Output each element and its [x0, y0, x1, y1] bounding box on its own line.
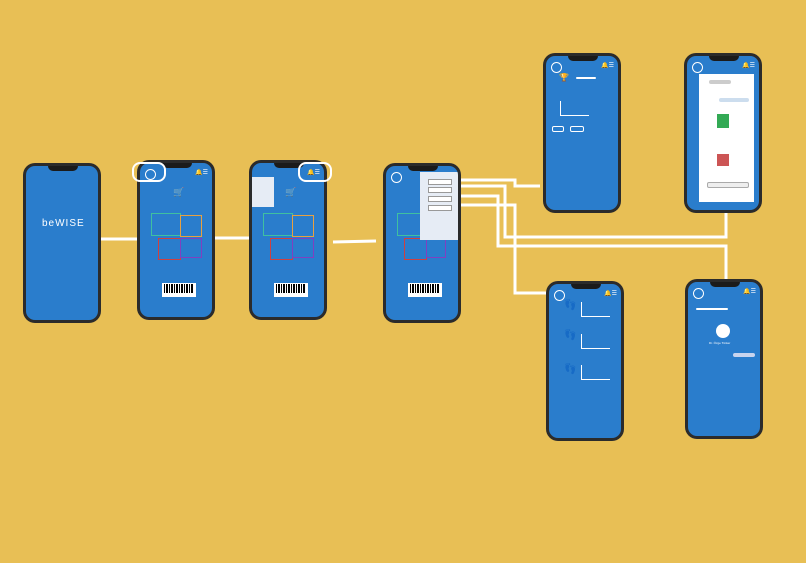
bell-menu-icons[interactable]: 🔔☰ — [601, 63, 614, 69]
connector-menu-services — [332, 239, 377, 244]
barcode[interactable] — [162, 283, 196, 297]
progress-chart — [560, 101, 589, 116]
tile-purple[interactable] — [180, 238, 202, 258]
title-text — [576, 77, 596, 79]
menu-item-1[interactable] — [428, 179, 452, 185]
connector-to-footprints — [461, 203, 546, 295]
tile-red[interactable] — [404, 238, 427, 260]
barcode[interactable] — [408, 283, 442, 297]
doctor-name: Dr. Özge Türker — [709, 341, 731, 345]
menu-item-4[interactable] — [428, 205, 452, 211]
footprint-heatmap-icon: 👣 — [564, 330, 577, 341]
stat-box — [552, 126, 564, 132]
tile-red[interactable] — [270, 238, 293, 260]
tile-teal[interactable] — [151, 213, 181, 236]
profile-icon[interactable] — [391, 172, 402, 183]
bell-menu-icons[interactable]: 🔔☰ — [195, 170, 208, 176]
profile-icon[interactable] — [551, 62, 562, 73]
profile-icon[interactable] — [145, 169, 156, 180]
tile-purple[interactable] — [292, 238, 314, 258]
bell-menu-icons[interactable]: 🔔☰ — [743, 289, 756, 295]
phone-services-menu — [383, 163, 461, 323]
stat-box — [570, 126, 584, 132]
phone-doctor: 🔔☰ Dr. Özge Türker — [685, 279, 763, 439]
services-menu[interactable] — [420, 172, 458, 240]
menu-item-3[interactable] — [428, 196, 452, 202]
chat-message — [709, 80, 731, 84]
phone-splash: beWISE — [23, 163, 101, 323]
menu-highlight — [298, 162, 332, 182]
bell-menu-icons[interactable]: 🔔☰ — [604, 291, 617, 297]
chat-image — [717, 114, 729, 128]
tile-red[interactable] — [158, 238, 181, 260]
chat-panel — [699, 74, 754, 202]
cart-icon: 🛒 — [173, 187, 185, 197]
join-button[interactable] — [733, 353, 755, 357]
chat-input[interactable] — [707, 182, 749, 188]
tile-orange[interactable] — [292, 215, 314, 237]
phone-side-menu: 🔔☰ 🛒 — [249, 160, 327, 320]
cart-icon: 🛒 — [285, 187, 297, 197]
phone-home: 🔔☰ 🛒 — [137, 160, 215, 320]
doctor-avatar — [716, 324, 730, 338]
phone-chat: 🔔☰ — [684, 53, 762, 213]
chat-message — [719, 98, 749, 102]
connector-to-chat-2 — [461, 194, 537, 248]
phone-achievements: 🔔☰ 🏆 — [543, 53, 621, 213]
footprint-chart-1 — [581, 302, 610, 317]
trophy-icon: 🏆 — [559, 73, 569, 82]
tile-purple[interactable] — [426, 238, 446, 258]
footprint-chart-2 — [581, 334, 610, 349]
footprint-green-icon: 👣 — [564, 364, 577, 375]
barcode[interactable] — [274, 283, 308, 297]
menu-item-2[interactable] — [428, 187, 452, 193]
connector-to-doctor — [520, 244, 728, 279]
phone-footprints: 🔔☰ 👣 👣 👣 — [546, 281, 624, 441]
profile-highlight — [132, 162, 166, 182]
footprint-chart-3 — [581, 365, 610, 380]
tile-teal[interactable] — [263, 213, 293, 236]
profile-icon[interactable] — [692, 62, 703, 73]
app-logo: beWISE — [42, 218, 85, 229]
event-title — [696, 308, 728, 310]
connector-to-achievements — [461, 178, 540, 188]
bell-menu-icons[interactable]: 🔔☰ — [307, 170, 320, 176]
tile-orange[interactable] — [180, 215, 202, 237]
connector-to-chat — [461, 184, 728, 239]
bell-menu-icons[interactable]: 🔔☰ — [742, 63, 755, 69]
side-menu[interactable] — [252, 177, 274, 207]
chat-image — [717, 154, 729, 166]
profile-icon[interactable] — [693, 288, 704, 299]
profile-icon[interactable] — [554, 290, 565, 301]
footprint-icon: 👣 — [564, 300, 577, 311]
